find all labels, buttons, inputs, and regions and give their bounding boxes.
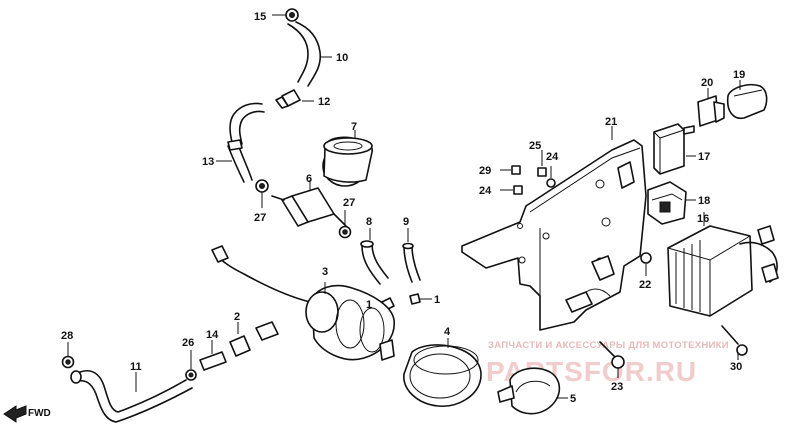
callout-29: 29: [479, 165, 491, 177]
callout-2: 2: [234, 311, 240, 323]
callout-24-lower: 24: [479, 185, 492, 197]
callout-10: 10: [336, 52, 348, 64]
callout-11: 11: [130, 361, 142, 373]
part-17-box: [653, 123, 696, 175]
part-2-joint: [229, 321, 279, 357]
part-29-bolt: [500, 165, 521, 175]
callout-27: 27: [254, 212, 266, 224]
callout-30: 30: [730, 361, 742, 373]
fwd-label: FWD: [28, 408, 51, 419]
callout-8: 8: [366, 216, 372, 228]
callout-4: 4: [444, 326, 451, 338]
callout-23: 23: [611, 381, 623, 393]
callout-15: 15: [254, 11, 266, 23]
part-27-clamp: [255, 179, 269, 208]
watermark-tagline: ЗАПЧАСТИ И АКСЕССУАРЫ ДЛЯ МОТОТЕХНИКИ: [488, 340, 729, 351]
callout-16: 16: [697, 213, 709, 225]
fwd-arrow: [3, 405, 27, 423]
callout-20: 20: [701, 77, 713, 89]
callout-24-upper: 24: [546, 151, 559, 163]
part-7-filter-element: [322, 130, 374, 187]
callout-22: 22: [639, 279, 651, 291]
part-6-fuel-filter: [271, 180, 347, 227]
part-10-hose: [287, 21, 332, 87]
callout-14: 14: [206, 329, 219, 341]
part-20-relay: [697, 88, 725, 127]
callout-13: 13: [202, 156, 214, 168]
callout-5: 5: [570, 393, 576, 405]
part-24-nut-upper: [546, 166, 556, 188]
part-4-mount-rubber: [403, 338, 482, 407]
part-14-joint: [199, 340, 227, 371]
callout-28: 28: [61, 330, 73, 342]
part-9-hose: [402, 228, 421, 283]
callout-21: 21: [605, 116, 617, 128]
callout-12: 12: [318, 96, 330, 108]
callout-7: 7: [351, 121, 357, 133]
part-28-clamp: [61, 342, 75, 369]
callout-27-lower: 27: [343, 197, 355, 209]
part-13-hose: [216, 102, 265, 183]
callout-18: 18: [698, 195, 710, 207]
part-30-bolt: [721, 325, 748, 360]
part-26-clamp: [185, 350, 197, 381]
part-24-nut-lower: [500, 185, 523, 195]
callout-26: 26: [182, 337, 194, 349]
part-8-hose: [360, 228, 389, 285]
callout-3: 3: [322, 266, 328, 278]
callout-1-left: 1: [366, 299, 372, 311]
callout-19: 19: [733, 69, 745, 81]
callout-25: 25: [529, 140, 541, 152]
part-18-rubber-holder: [647, 181, 696, 225]
part-27-clamp-lower: [338, 210, 352, 239]
callout-1-right: 1: [434, 294, 440, 306]
part-11-hose: [70, 370, 193, 423]
part-25-bolt: [537, 150, 547, 177]
part-22-bolt: [640, 252, 652, 276]
callout-17: 17: [698, 151, 710, 163]
callout-9: 9: [403, 216, 409, 228]
part-15-clamp: [272, 8, 299, 22]
part-5-bracket-band: [497, 367, 568, 415]
part-3-fuel-pump: [211, 245, 395, 361]
callouts: 15 10 12 13 27 7 6 27 8 9 3 1 1 4 5 2 14…: [28, 11, 745, 419]
part-23-bolt: [599, 341, 625, 378]
part-19-relay-block: [726, 80, 768, 120]
part-21-bracket: [461, 126, 647, 331]
part-12-joint: [275, 89, 314, 109]
part-16-regulator: [667, 212, 779, 317]
callout-6: 6: [306, 173, 312, 185]
